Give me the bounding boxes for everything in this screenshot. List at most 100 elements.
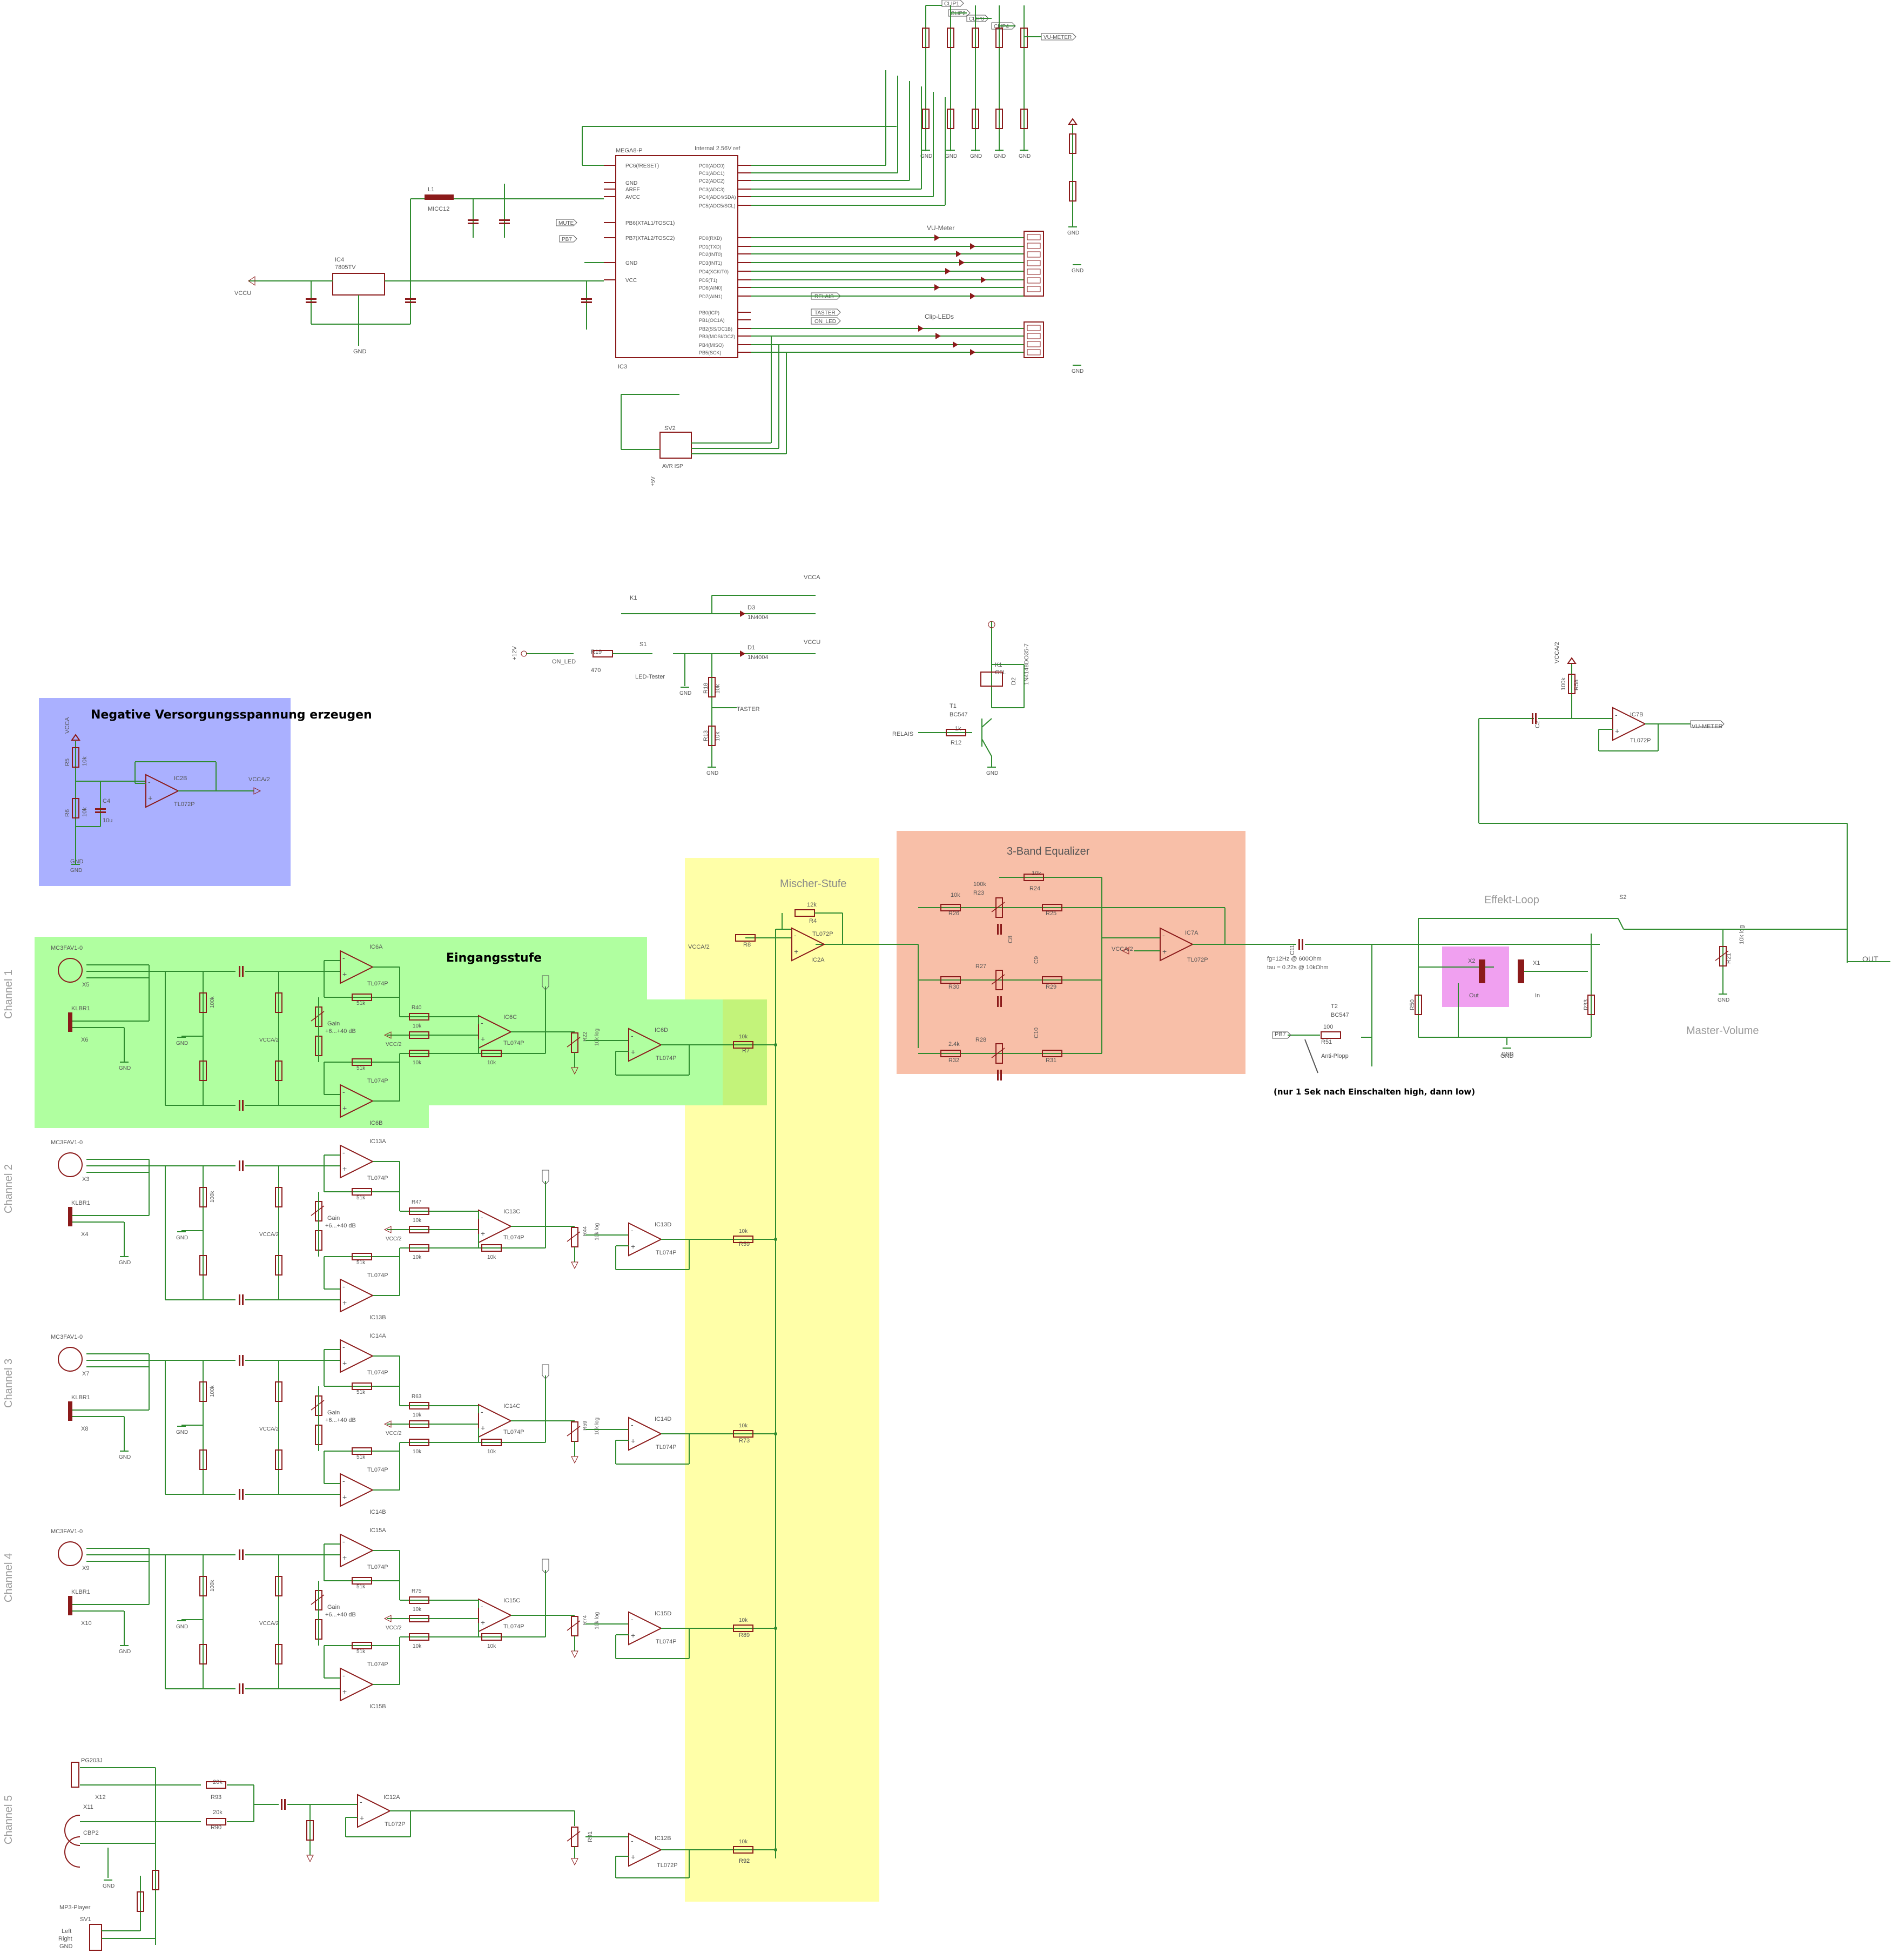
channel-label-4: Channel 4	[3, 1553, 15, 1602]
resistor-value: 100k	[210, 1385, 216, 1397]
resistor-r33	[1587, 995, 1595, 1015]
mcu-pin-label: PB1(OC1A)	[699, 318, 725, 323]
vcc2-arrow	[383, 1226, 392, 1233]
eq-r26: R26	[948, 910, 959, 917]
flag-clip3: CLIP3	[969, 16, 984, 22]
eq-potentiometer	[995, 897, 1003, 918]
gnd-label: GND	[176, 1041, 188, 1046]
resistor-r60	[306, 1820, 314, 1841]
ch5-left: Left	[62, 1928, 71, 1935]
resistor-value: 51k	[356, 1195, 366, 1201]
eq-capacitor	[997, 924, 999, 935]
relay-k1: K1	[630, 595, 637, 601]
eq-tl072: TL072P	[1187, 957, 1208, 963]
out-stage: C11 fg=12Hz @ 600Ohm tau = 0.22s @ 10kOh…	[1267, 894, 1745, 1097]
relay-d3: D3	[748, 605, 755, 611]
jack-ref: X6	[81, 1037, 88, 1043]
pot-ref: R22	[582, 1031, 588, 1042]
cap-c2	[1532, 713, 1533, 724]
relay-d3-val: 1N4004	[748, 614, 769, 621]
resistor-r51	[1321, 1031, 1341, 1039]
vcca2-arrow-down	[571, 1650, 578, 1659]
region-effect-jack	[1442, 947, 1509, 1007]
resistor-r10k	[137, 1891, 144, 1912]
ch5-cbp2: CBP2	[83, 1830, 99, 1836]
out-x2: X2	[1468, 958, 1475, 964]
eq-title: 3-Band Equalizer	[1007, 845, 1090, 857]
led-diode	[981, 277, 986, 283]
relay-r13-val: 10k	[715, 731, 721, 741]
flag-pb7: PB7	[562, 237, 572, 243]
resistor-10k	[409, 1013, 429, 1021]
gnd-label: GND	[176, 1624, 188, 1630]
opamp-type: TL074P	[367, 1078, 388, 1084]
mixer-vcca2: VCCA/2	[688, 944, 710, 950]
pot-ref: R59	[582, 1420, 588, 1431]
vu-tl072: TL072P	[1630, 737, 1651, 744]
xlr-ref: X5	[82, 982, 89, 988]
opamp-ref: IC6A	[369, 944, 383, 950]
eq-capacitor	[997, 996, 999, 1007]
neg-r5: R5	[64, 759, 71, 766]
opamp-ic12b	[628, 1833, 663, 1867]
capacitor-plate	[468, 223, 479, 224]
clip-flag	[542, 975, 549, 990]
out-c11: C11	[1289, 945, 1296, 955]
opamp-type: TL074P	[656, 1639, 677, 1645]
ch5-x12: X12	[95, 1794, 106, 1801]
input-resistor-100k	[275, 1449, 282, 1470]
opamp-plus: +	[360, 1814, 364, 1822]
resistor-10k	[409, 1050, 429, 1057]
neg-r5-val: 10k	[82, 756, 88, 766]
opamp-plus: +	[481, 1229, 485, 1238]
opamp-minus: -	[794, 931, 797, 939]
resistor-10k	[481, 1244, 502, 1252]
resistor-51k	[352, 1447, 372, 1455]
clip-connector	[1024, 321, 1044, 358]
jack-label: KLBR1	[71, 1200, 90, 1206]
flag-mute: MUTE	[558, 220, 574, 226]
mixer-input-resistor	[733, 1625, 753, 1632]
opamp-stage-b	[340, 1473, 374, 1507]
vcca2-arrow-down	[571, 1067, 578, 1075]
resistor-10k	[409, 1439, 429, 1446]
plus12-terminal	[988, 621, 995, 628]
channel-label-2: Channel 2	[3, 1164, 15, 1213]
mcu-pin-label: PD7(AIN1)	[699, 294, 723, 299]
resistor-10k	[409, 1402, 429, 1409]
mcu-pin-label: PD4(XCK/T0)	[699, 269, 729, 274]
mixer-r7: R7	[742, 1048, 750, 1054]
capacitor-plate	[581, 301, 592, 303]
mixer-circuit: R4 12k R8 IC2A TL072P VCCA/2 R7 R59 R73 …	[688, 902, 833, 1864]
pot-arrow	[991, 1048, 1005, 1058]
opamp-plus: +	[342, 1164, 347, 1173]
opamp-ref: IC6D	[655, 1027, 668, 1033]
clip-flag	[542, 1559, 549, 1574]
vcca2-label: VCCA/2	[259, 1621, 279, 1627]
opamp-stage-b	[340, 1084, 374, 1118]
resistor-value: 10k	[413, 1060, 422, 1066]
flag-taster: TASTER	[814, 310, 836, 316]
mcu-pin-label: PB4(MISO)	[699, 343, 724, 348]
gnd-label: GND	[1019, 153, 1031, 159]
opamp-plus: +	[631, 1048, 635, 1056]
region-neg-supply	[39, 698, 291, 886]
gain-range: +6...+40 dB	[325, 1028, 356, 1035]
pot-value: 10k log	[594, 1029, 600, 1046]
mcu-pin-label: PB2(SS/OC1B)	[699, 326, 732, 332]
resistor-10k	[409, 1615, 429, 1622]
neg-tl072: TL072P	[174, 801, 195, 808]
resistor-51k	[352, 1058, 372, 1066]
vu-r58: R58	[1573, 680, 1580, 690]
led-diode	[935, 333, 941, 339]
resistor-r13	[708, 726, 716, 746]
opamp-plus: +	[342, 1298, 347, 1307]
eq-circuit: R26 100k R23 10k R24 10k R25 C8 R30 R27 …	[948, 870, 1208, 1064]
isp-connector: SV2 AVR ISP +5V	[650, 425, 692, 486]
capacitor-plate	[1535, 713, 1537, 724]
eq-resistor-left	[940, 1050, 961, 1057]
resistor-r24	[1024, 874, 1044, 881]
vcc2-label: VCC/2	[386, 1625, 402, 1631]
flag-clip2: CLIP2	[951, 11, 966, 17]
neg-supply-title: Negative Versorgungsspannung erzeugen	[91, 708, 372, 722]
